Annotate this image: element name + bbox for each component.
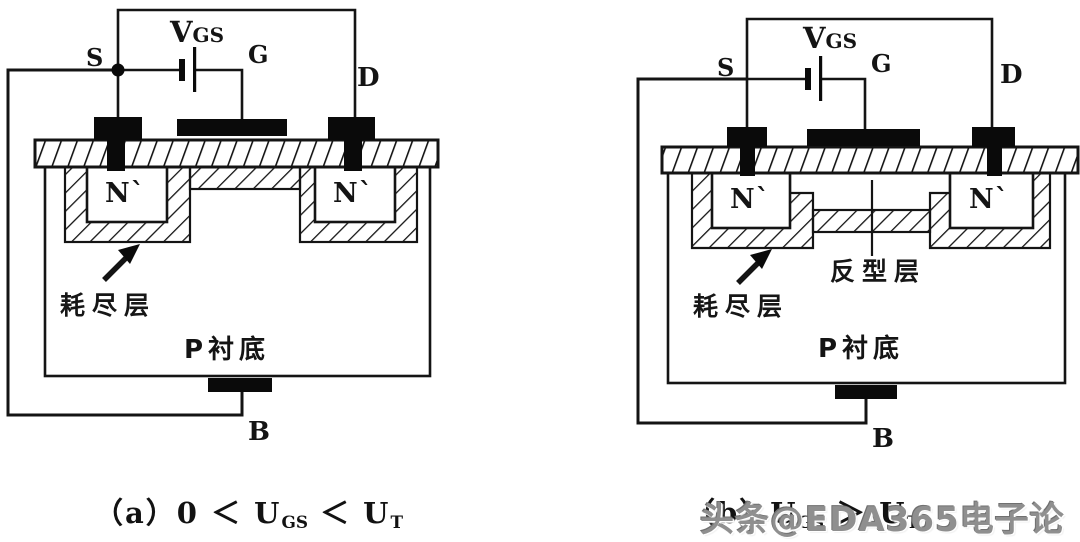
bulk-loop-wire-a [6, 68, 244, 417]
vgs-main-a: V [170, 15, 193, 49]
drain-terminal-label-b: D [1000, 60, 1023, 90]
source-pad-a [94, 117, 142, 140]
bulk-loop-wire-b [636, 77, 868, 425]
caption-a-mid: ＜ [307, 496, 364, 530]
depletion-arrow-a [102, 244, 140, 282]
source-plug-b [740, 147, 755, 176]
drain-pad-a [328, 117, 375, 140]
n-plus-label-right-b: Nˋ [969, 184, 1010, 215]
gate-wire-b [747, 77, 867, 130]
n-region-right-b [948, 171, 1035, 230]
caption-a-u2: U [363, 496, 391, 530]
gate-electrode-b [807, 129, 920, 146]
source-terminal-label-a: S [86, 43, 104, 72]
substrate-label-b: P衬底 [818, 334, 905, 364]
drain-pad-b [972, 127, 1015, 147]
caption-b-index: （b） [686, 496, 771, 530]
vgs-sub-b: GS [825, 29, 858, 53]
diagram-a-graphics [6, 8, 440, 417]
bulk-contact-a [208, 378, 272, 392]
watermark-text: 头条@EDA365电子论坛 [700, 500, 1065, 540]
gate-electrode-a [177, 119, 287, 136]
source-terminal-label-b: S [717, 53, 735, 82]
vgs-label-b: VGS [803, 24, 857, 53]
top-loop-wire-b [745, 17, 994, 128]
vgs-main-b: V [803, 21, 826, 55]
caption-a-sub1: GS [281, 512, 308, 533]
caption-a-u1: U [254, 496, 282, 530]
drain-terminal-label-a: D [357, 63, 380, 93]
drain-plug-a [344, 140, 362, 171]
gate-terminal-label-b: G [871, 49, 892, 78]
vgs-sub-a: GS [192, 23, 225, 47]
battery-symbol-a [179, 47, 197, 92]
bulk-terminal-label-b: B [872, 424, 894, 454]
caption-b-u2: U [879, 496, 907, 530]
inversion-layer-label-b: 反型层 [830, 257, 927, 286]
gate-terminal-label-a: G [248, 40, 269, 69]
depletion-layer-label-b: 耗尽层 [693, 292, 790, 321]
caption-b-u1: U [770, 496, 798, 530]
vgs-label-a: VGS [170, 18, 224, 47]
oxide-layer-a [33, 138, 440, 169]
depletion-layer-label-a: 耗尽层 [60, 291, 157, 320]
n-region-left-a [85, 165, 169, 224]
drain-plug-b [987, 147, 1002, 176]
n-plus-label-right-a: Nˋ [333, 178, 374, 209]
contacts-b [727, 127, 1015, 399]
contacts-a [94, 117, 375, 392]
bulk-contact-b [835, 385, 897, 399]
gate-wire-a [118, 68, 244, 121]
depletion-arrow-b [736, 249, 772, 285]
n-region-left-b [710, 171, 792, 230]
source-plug-a [107, 140, 125, 171]
source-pad-b [727, 127, 767, 147]
caption-a-sub2: T [390, 512, 403, 533]
battery-symbol-b [805, 56, 823, 101]
caption-b: （b）UGS ＞ UT [686, 499, 919, 531]
substrate-label-a: P衬底 [184, 335, 271, 365]
caption-b-sub1: GS [797, 512, 825, 533]
caption-b-sub2: T [906, 512, 920, 533]
n-plus-label-left-a: Nˋ [105, 178, 146, 209]
caption-b-mid: ＞ [824, 496, 880, 530]
top-loop-wire-a [116, 8, 357, 118]
caption-a-pre: 0 ＜ [176, 496, 255, 530]
diagram-b-graphics [636, 17, 1080, 425]
bulk-terminal-label-a: B [248, 417, 270, 447]
caption-a: （a）0 ＜ UGS ＜ UT [94, 499, 403, 531]
caption-a-index: （a） [94, 496, 177, 530]
n-plus-label-left-b: Nˋ [730, 184, 771, 215]
oxide-layer-b [660, 145, 1080, 175]
source-junction-dot-a [111, 63, 125, 77]
n-region-right-a [313, 165, 397, 224]
